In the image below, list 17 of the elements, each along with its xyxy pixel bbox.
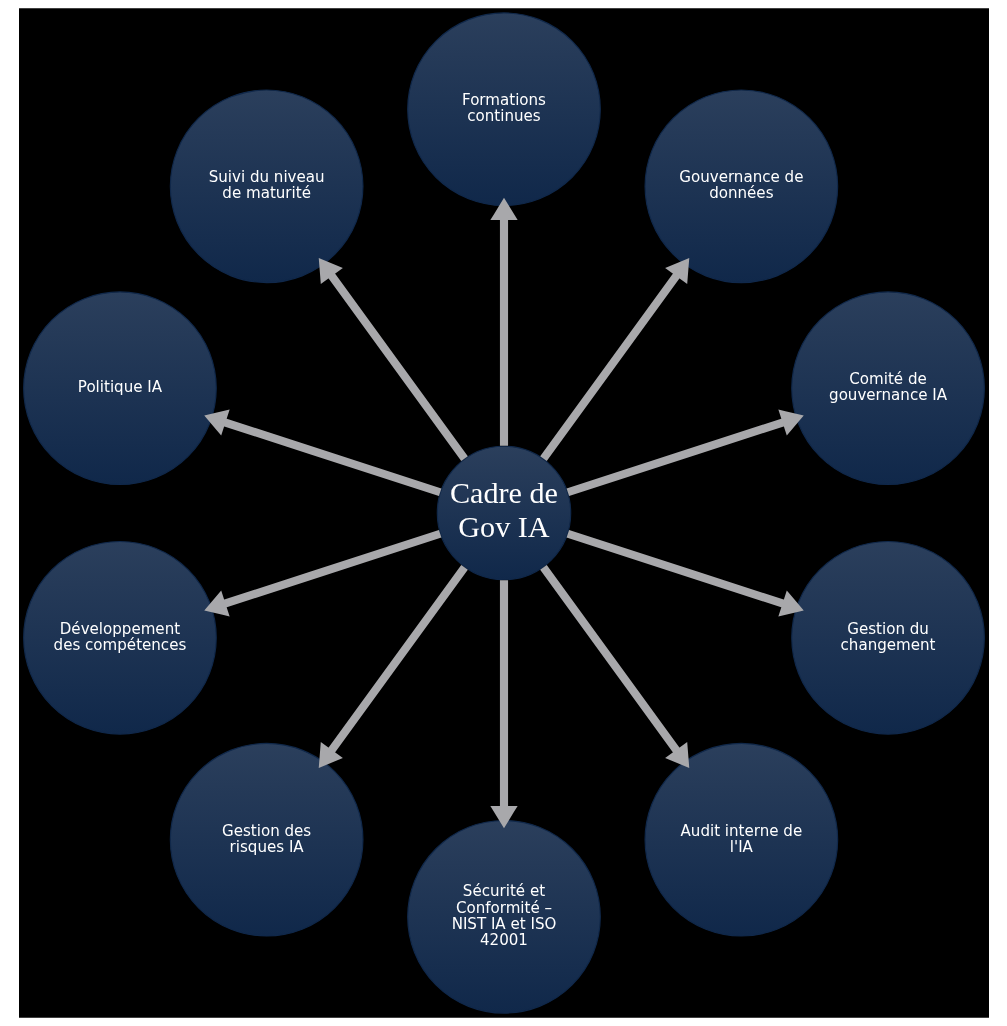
arrow: [566, 409, 804, 497]
arrow: [539, 564, 689, 768]
node-circle: Formations continues: [406, 12, 601, 207]
node-circle: Gestion du changement: [790, 540, 985, 735]
arrow: [318, 258, 468, 462]
arrow: [318, 564, 468, 768]
arrow: [203, 409, 441, 497]
node-circle: Développement des compétences: [22, 540, 217, 735]
arrow: [539, 258, 689, 462]
node-circle: Sécurité et Conformité – NIST IA et ISO 42001: [406, 819, 601, 1014]
arrow: [489, 580, 518, 829]
arrow: [566, 529, 804, 617]
arrow: [203, 529, 441, 617]
node-circle: Comité de gouvernance IA: [790, 291, 985, 486]
arrow: [489, 197, 518, 446]
node-circle: Politique IA: [22, 291, 217, 486]
node-circle: Cadre de Gov IA: [436, 445, 571, 581]
